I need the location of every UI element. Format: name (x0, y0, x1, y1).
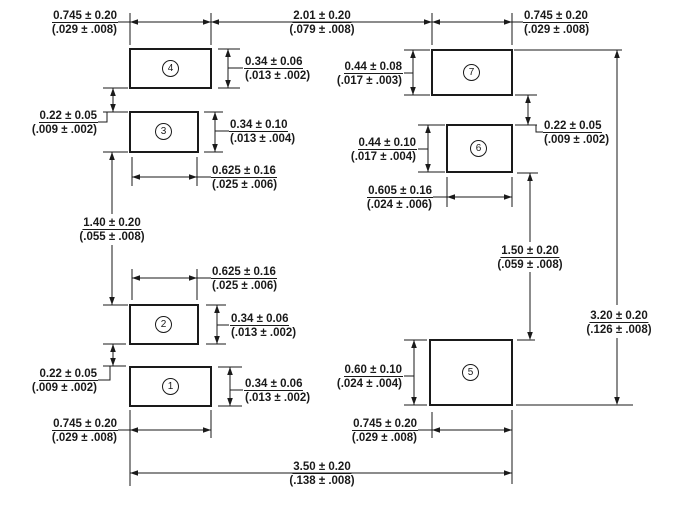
dim-metric-value: 0.44 ± 0.08 (343, 61, 403, 74)
dim-pad3-height: 0.34 ± 0.10 (.013 ± .004) (229, 119, 296, 145)
dim-metric-value: 1.40 ± 0.20 (82, 217, 142, 230)
pad-6-number: 6 (470, 140, 487, 157)
dim-pad1-width-bottom: 0.745 ± 0.20 (.029 ± .008) (51, 418, 118, 444)
pad-1-number: 1 (162, 378, 179, 395)
dim-metric-value: 0.605 ± 0.16 (367, 185, 433, 198)
pad-5-number: 5 (462, 364, 479, 381)
dim-pitch-201-top: 2.01 ± 0.20 (.079 ± .008) (288, 10, 355, 36)
dim-metric-value: 0.745 ± 0.20 (523, 10, 589, 23)
dim-inch-value: (.009 ± .002) (544, 134, 610, 146)
dim-pad1-height: 0.34 ± 0.06 (.013 ± .002) (244, 378, 311, 404)
pad-2-number: 2 (155, 316, 172, 333)
dim-metric-value: 0.22 ± 0.05 (38, 110, 98, 123)
dim-span-350-bottom: 3.50 ± 0.20 (.138 ± .008) (288, 461, 355, 487)
dim-metric-value: 0.34 ± 0.06 (230, 313, 290, 326)
dim-inch-value: (.013 ± .002) (245, 392, 311, 404)
dim-inch-value: (.079 ± .008) (289, 24, 355, 36)
dim-pad7-width-top-right: 0.745 ± 0.20 (.029 ± .008) (523, 10, 590, 36)
dim-metric-value: 0.22 ± 0.05 (38, 368, 98, 381)
dim-span-140-left: 1.40 ± 0.20 (.055 ± .008) (78, 217, 145, 243)
dim-inch-value: (.029 ± .008) (524, 24, 590, 36)
dim-inch-value: (.009 ± .002) (31, 124, 97, 136)
dim-metric-value: 0.745 ± 0.20 (52, 418, 118, 431)
dim-pad2-width: 0.625 ± 0.16 (.025 ± .006) (211, 266, 278, 292)
dim-pad6-height: 0.44 ± 0.10 (.017 ± .004) (350, 137, 417, 163)
dim-pad6-width: 0.605 ± 0.16 (.024 ± .006) (366, 185, 433, 211)
dim-inch-value: (.024 ± .006) (366, 199, 432, 211)
dim-inch-value: (.055 ± .008) (79, 231, 145, 243)
dim-inch-value: (.029 ± .008) (351, 432, 417, 444)
dim-metric-value: 1.50 ± 0.20 (500, 245, 560, 258)
dim-pad4-width-top-left: 0.745 ± 0.20 (.029 ± .008) (51, 10, 118, 36)
dim-span-150-right: 1.50 ± 0.20 (.059 ± .008) (496, 245, 563, 271)
dim-inch-value: (.126 ± .008) (586, 324, 652, 336)
dim-metric-value: 3.20 ± 0.20 (589, 310, 649, 323)
dim-metric-value: 0.34 ± 0.10 (229, 119, 289, 132)
dim-span-320-right: 3.20 ± 0.20 (.126 ± .008) (585, 310, 652, 336)
dim-metric-value: 0.625 ± 0.16 (211, 266, 277, 279)
dim-metric-value: 0.44 ± 0.10 (357, 137, 417, 150)
dim-metric-value: 0.34 ± 0.06 (244, 378, 304, 391)
pad-7-number: 7 (463, 64, 480, 81)
dim-metric-value: 3.50 ± 0.20 (292, 461, 352, 474)
dim-inch-value: (.013 ± .002) (245, 70, 311, 82)
dim-inch-value: (.013 ± .004) (230, 133, 296, 145)
dim-inch-value: (.017 ± .004) (350, 151, 416, 163)
pad-4-number: 4 (162, 60, 179, 77)
dim-pad5-width: 0.745 ± 0.20 (.029 ± .008) (351, 418, 418, 444)
dim-inch-value: (.024 ± .004) (336, 378, 402, 390)
dim-pad2-height: 0.34 ± 0.06 (.013 ± .002) (230, 313, 297, 339)
dim-pad5-height: 0.60 ± 0.10 (.024 ± .004) (336, 364, 403, 390)
dim-gap-pads34: 0.22 ± 0.05 (.009 ± .002) (31, 110, 98, 136)
dim-inch-value: (.059 ± .008) (497, 259, 563, 271)
dim-metric-value: 0.22 ± 0.05 (543, 120, 603, 133)
dim-metric-value: 0.745 ± 0.20 (352, 418, 418, 431)
reference-ticks (103, 48, 633, 407)
dim-inch-value: (.009 ± .002) (31, 382, 97, 394)
dim-pad4-height: 0.34 ± 0.06 (.013 ± .002) (244, 56, 311, 82)
extension-lines (129, 13, 513, 486)
dim-metric-value: 0.625 ± 0.16 (211, 165, 277, 178)
dim-pad3-width: 0.625 ± 0.16 (.025 ± .006) (211, 165, 278, 191)
dim-inch-value: (.017 ± .003) (336, 75, 402, 87)
leader-connectors (98, 67, 543, 391)
dim-metric-value: 2.01 ± 0.20 (292, 10, 352, 23)
dim-metric-value: 0.34 ± 0.06 (244, 56, 304, 69)
dim-pad7-height: 0.44 ± 0.08 (.017 ± .003) (336, 61, 403, 87)
dim-inch-value: (.025 ± .006) (212, 179, 278, 191)
pad-3-number: 3 (155, 123, 172, 140)
dim-inch-value: (.029 ± .008) (51, 24, 117, 36)
dim-gap-pads12: 0.22 ± 0.05 (.009 ± .002) (31, 368, 98, 394)
dim-metric-value: 0.60 ± 0.10 (343, 364, 403, 377)
dim-metric-value: 0.745 ± 0.20 (52, 10, 118, 23)
dim-gap-pads67: 0.22 ± 0.05 (.009 ± .002) (543, 120, 610, 146)
dim-inch-value: (.025 ± .006) (212, 280, 278, 292)
dim-inch-value: (.013 ± .002) (231, 327, 297, 339)
dim-inch-value: (.138 ± .008) (289, 475, 355, 487)
dim-inch-value: (.029 ± .008) (51, 432, 117, 444)
